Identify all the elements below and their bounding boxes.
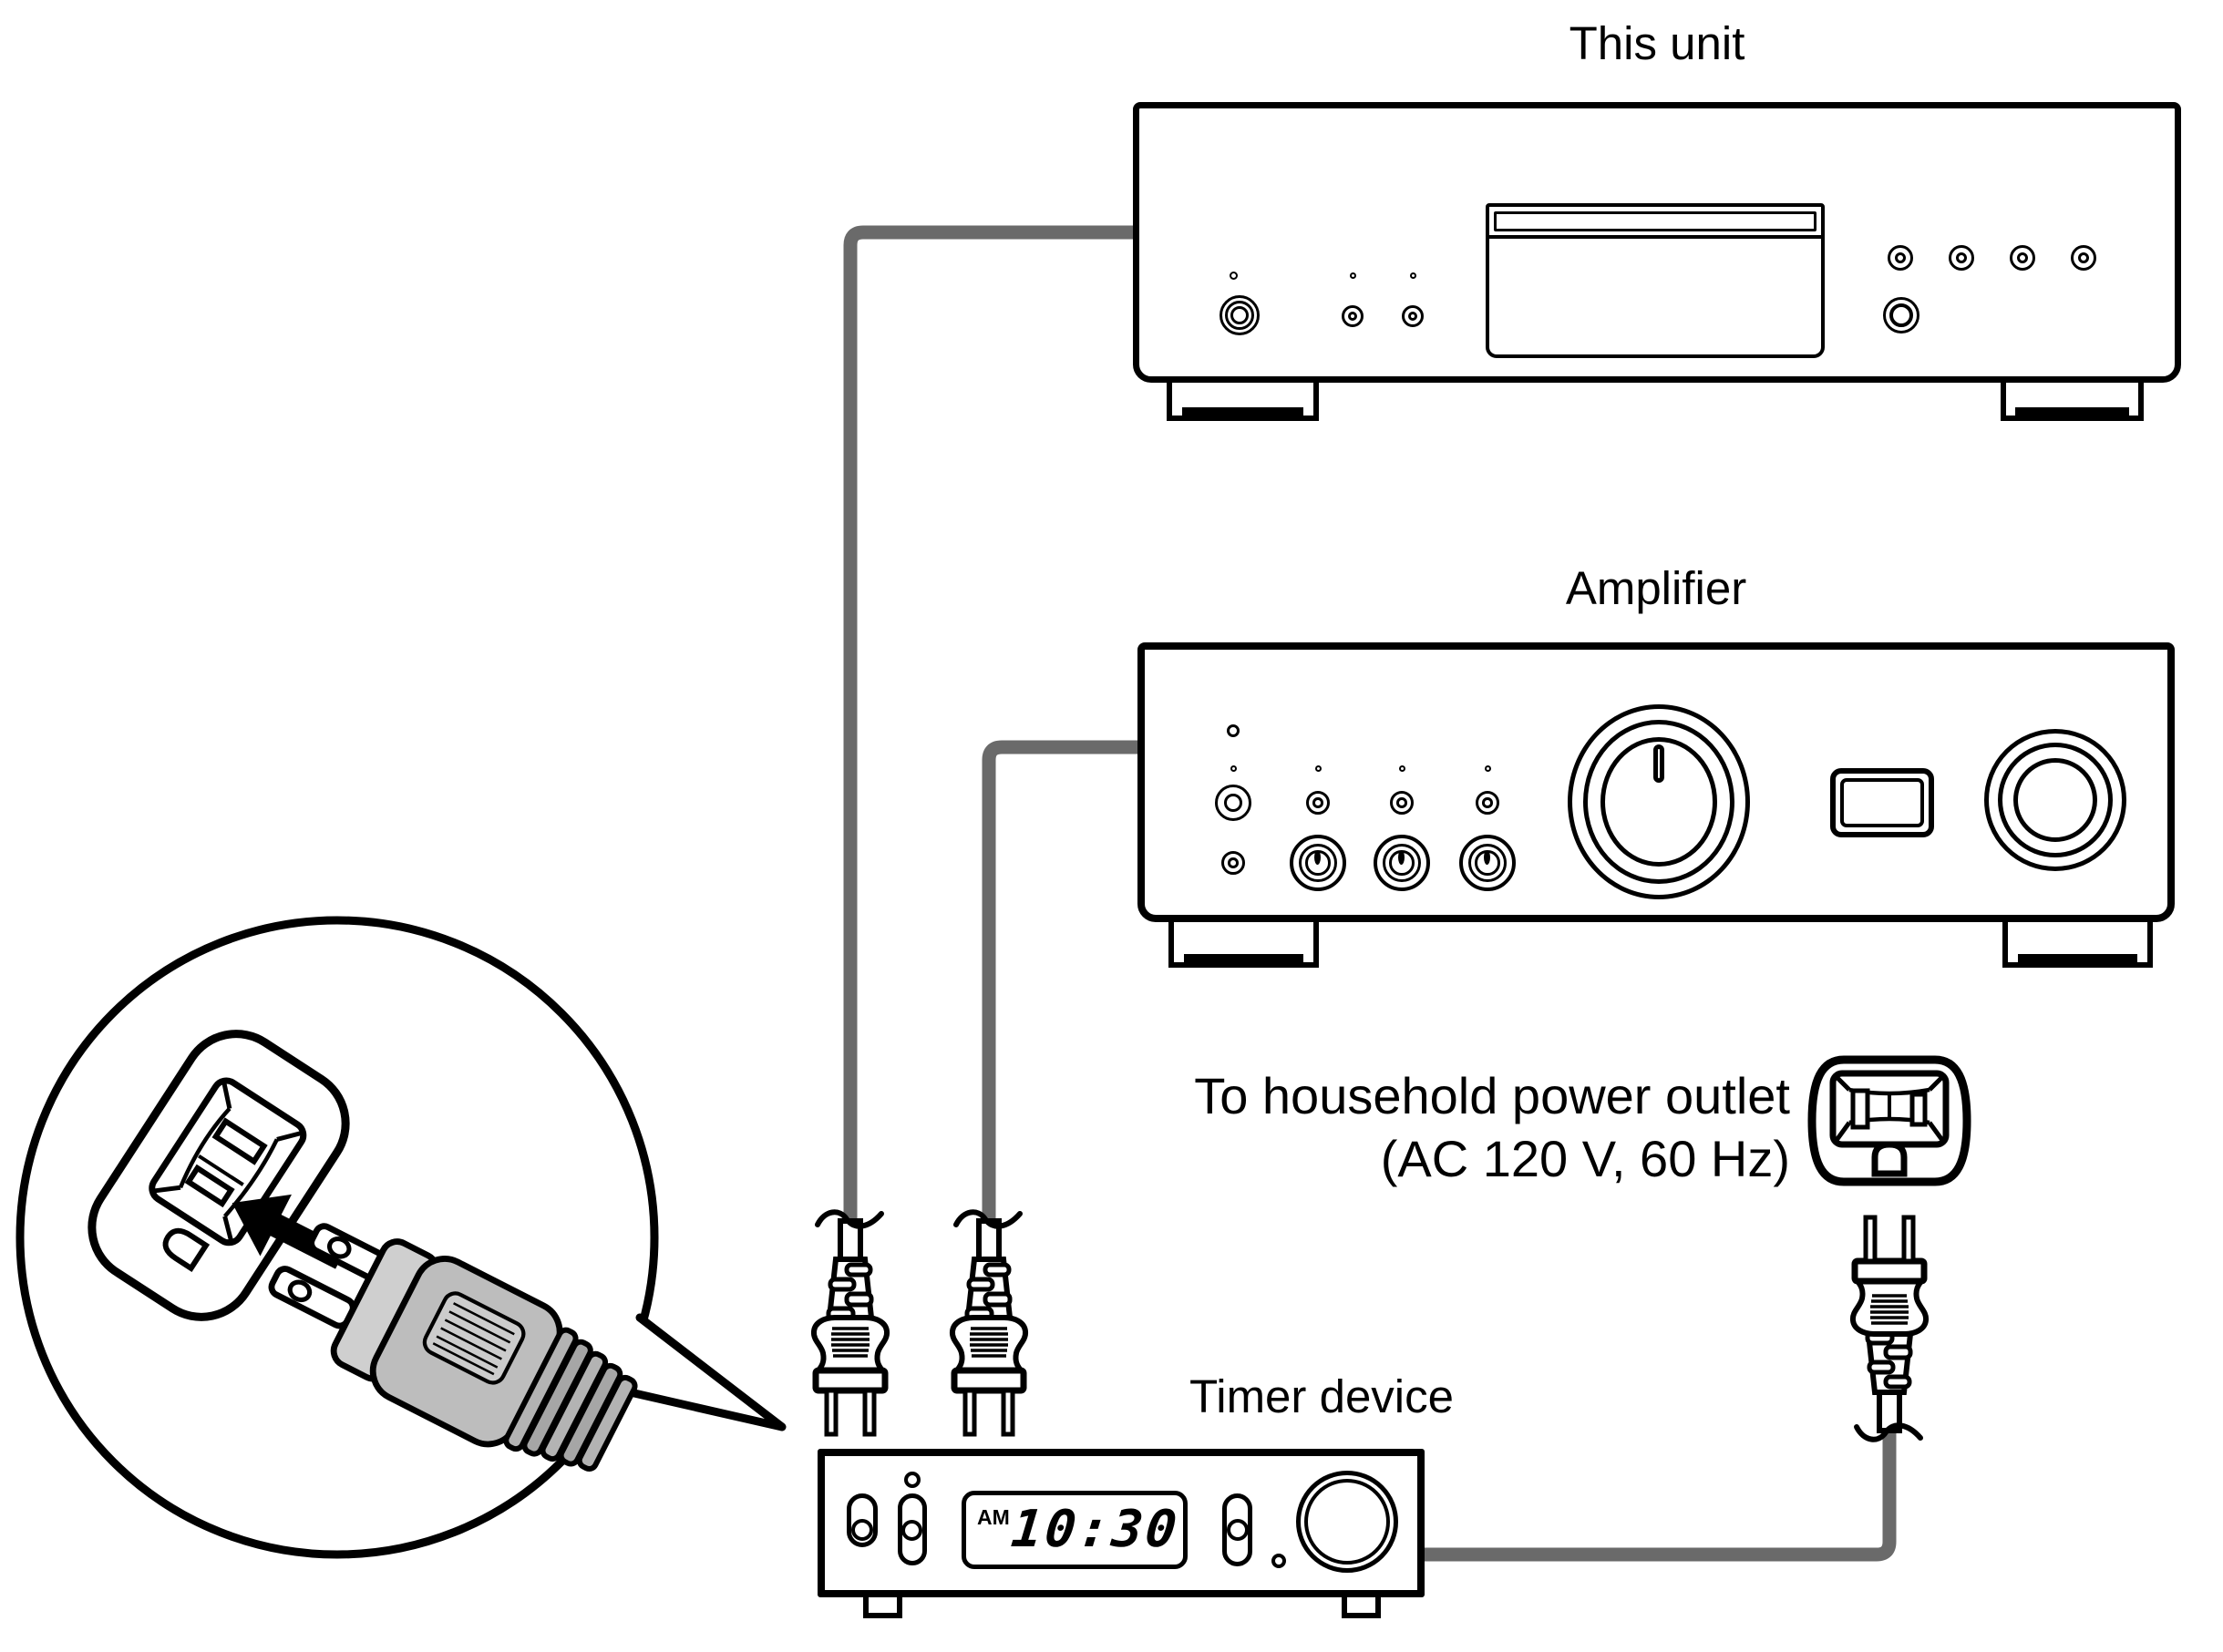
transport-button — [2071, 245, 2096, 271]
indicator-dot — [1271, 1554, 1286, 1568]
indicator-dot — [1315, 765, 1322, 772]
panel-button — [1402, 305, 1424, 327]
transport-button — [2010, 245, 2035, 271]
indicator-dot — [1485, 765, 1491, 772]
disc-tray — [1486, 203, 1825, 358]
indicator-dot — [1399, 765, 1405, 772]
panel-button — [1306, 791, 1330, 815]
switch-thumb — [901, 1520, 922, 1541]
knob-pointer — [1484, 850, 1491, 866]
timer-panel: AM 10:30 — [818, 1449, 1425, 1597]
disc-tray-slot — [1494, 211, 1816, 231]
selector-button-inner — [1840, 778, 1924, 827]
indicator-dot — [1227, 724, 1240, 737]
knob-pointer — [1398, 850, 1405, 866]
this-unit-panel — [1133, 102, 2181, 383]
amplifier-right-foot — [2002, 917, 2153, 968]
plug-icon-timer-cord — [1853, 1217, 1926, 1440]
clock-display: AM 10:30 — [962, 1491, 1188, 1569]
selector-button — [1830, 768, 1934, 837]
power-button-icon — [1220, 295, 1260, 335]
switch-thumb — [1227, 1519, 1249, 1541]
switch-thumb — [851, 1519, 873, 1541]
label-amplifier: Amplifier — [1565, 562, 1747, 614]
indicator-dot — [1410, 272, 1416, 279]
label-outlet-note-line2: (AC 120 V, 60 Hz) — [1380, 1130, 1790, 1188]
timer-switch — [1222, 1493, 1252, 1566]
transport-button — [1949, 245, 1974, 271]
tone-knob-icon — [1290, 835, 1346, 891]
label-this-unit: This unit — [1569, 17, 1745, 69]
clock-meridiem: AM — [977, 1505, 1010, 1529]
panel-button — [1342, 305, 1364, 327]
transport-button — [1888, 245, 1913, 271]
tone-knob-icon — [1374, 835, 1430, 891]
plug-icon-this-unit-cord — [814, 1212, 887, 1434]
input-knob-icon — [1984, 729, 2126, 871]
clock-time: 10:30 — [1008, 1500, 1182, 1559]
callout-plug-icon — [268, 1223, 638, 1472]
volume-knob-icon — [1568, 704, 1750, 899]
indicator-dot — [1230, 272, 1238, 280]
power-cable-amplifier — [982, 740, 1146, 1222]
panel-button — [1221, 851, 1245, 875]
panel-button — [1476, 791, 1499, 815]
timer-dial-icon — [1296, 1471, 1398, 1573]
label-timer-device: Timer device — [1189, 1370, 1454, 1422]
this-unit-left-foot — [1167, 377, 1319, 421]
indicator-dot — [1350, 272, 1356, 279]
label-outlet-note: To household power outlet (AC 120 V, 60 … — [1139, 1064, 1790, 1191]
timer-switch — [898, 1493, 927, 1565]
play-button-icon — [1883, 297, 1919, 333]
disc-tray-separator — [1489, 235, 1821, 239]
panel-button — [1390, 791, 1414, 815]
indicator-dot — [1230, 765, 1237, 772]
tone-knob-icon — [1459, 835, 1516, 891]
amplifier-left-foot — [1168, 917, 1319, 968]
amplifier-panel — [1137, 642, 2175, 922]
indicator-dot — [904, 1472, 921, 1488]
knob-pointer — [1314, 850, 1322, 866]
power-button-icon — [1215, 785, 1251, 821]
power-cable-timer-to-outlet — [1418, 1431, 1897, 1562]
volume-knob-pointer — [1653, 744, 1664, 783]
this-unit-right-foot — [2001, 377, 2144, 421]
outlet-face-icon — [1807, 1055, 1971, 1186]
plug-icon-amplifier-cord — [952, 1212, 1025, 1434]
label-outlet-note-line1: To household power outlet — [1194, 1067, 1790, 1124]
magnified-callout — [15, 916, 787, 1559]
power-cable-this-unit — [843, 225, 1141, 1222]
timer-switch — [847, 1493, 878, 1547]
